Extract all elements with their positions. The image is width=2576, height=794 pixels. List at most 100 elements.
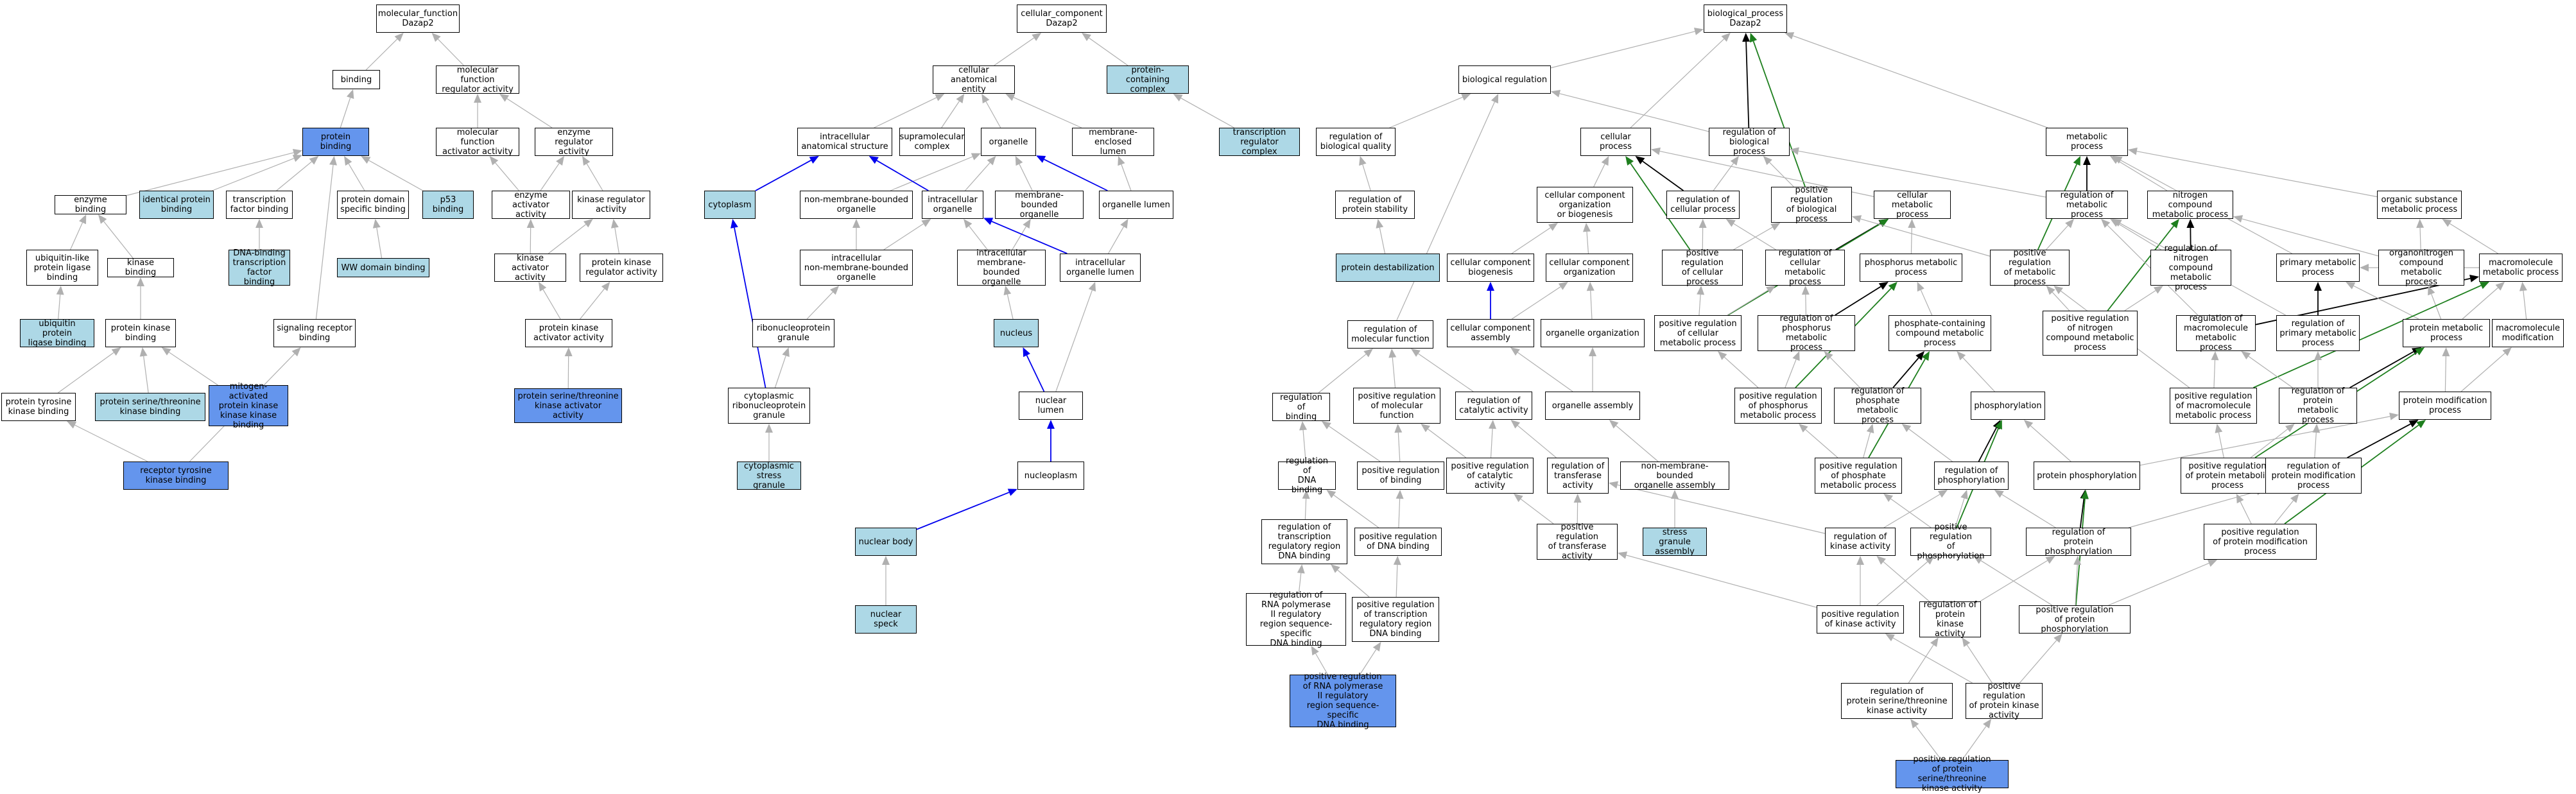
node-ias[interactable]: intracellular anatomical structure: [797, 128, 892, 156]
node-org[interactable]: organelle: [981, 128, 1036, 156]
node-protmp[interactable]: protein metabolic process: [2403, 319, 2490, 347]
node-ipb[interactable]: identical protein binding: [139, 191, 214, 219]
node-ccob[interactable]: cellular component organization or bioge…: [1537, 187, 1633, 223]
node-phos[interactable]: phosphorylation: [1971, 392, 2045, 420]
node-rmmp[interactable]: regulation of macromolecule metabolic pr…: [2176, 314, 2256, 352]
node-rmp[interactable]: regulation of metabolic process: [2046, 191, 2128, 220]
node-oa[interactable]: organelle assembly: [1545, 392, 1640, 420]
node-rpp[interactable]: regulation of protein phosphorylation: [2026, 528, 2131, 557]
node-cp[interactable]: cellular process: [1580, 128, 1651, 156]
node-prcp[interactable]: positive regulation of cellular process: [1662, 248, 1743, 287]
node-prmmp[interactable]: positive regulation of macromolecule met…: [2170, 388, 2257, 424]
node-prmp[interactable]: positive regulation of metabolic process: [1990, 248, 2070, 287]
node-pccmp[interactable]: phosphate-containing compound metabolic …: [1889, 315, 1991, 351]
node-nmboa[interactable]: non-membrane-bounded organelle assembly: [1620, 462, 1729, 490]
node-nucleus[interactable]: nucleus: [994, 319, 1039, 347]
node-rbp[interactable]: regulation of biological process: [1709, 128, 1790, 157]
node-pkra[interactable]: protein kinase regulator activity: [580, 254, 663, 282]
node-nb[interactable]: nuclear body: [855, 528, 917, 556]
node-crnpg[interactable]: cytoplasmic ribonucleoprotein granule: [728, 388, 810, 424]
node-onmp[interactable]: organonitrogen compound metabolic proces…: [2378, 248, 2464, 287]
node-mmp[interactable]: macromolecule metabolic process: [2479, 254, 2563, 282]
node-prprotmp[interactable]: positive regulation of protein metabolic…: [2181, 458, 2274, 494]
node-mf[interactable]: molecular_function Dazap2: [376, 4, 460, 33]
node-prb[interactable]: positive regulation of binding: [1357, 462, 1444, 490]
node-osmp[interactable]: organic substance metabolic process: [2377, 191, 2462, 219]
node-mbo[interactable]: membrane-bounded organelle: [995, 191, 1084, 220]
node-rb[interactable]: regulation of binding: [1272, 393, 1330, 422]
node-pm[interactable]: protein modification process: [2399, 392, 2491, 420]
node-pd[interactable]: protein destabilization: [1336, 254, 1440, 282]
node-era[interactable]: enzyme regulator activity: [535, 128, 613, 157]
node-mm[interactable]: macromolecule modification: [2492, 319, 2564, 347]
node-prdb[interactable]: positive regulation of DNA binding: [1354, 528, 1442, 556]
node-p53[interactable]: p53 binding: [422, 191, 474, 219]
node-prpp[interactable]: positive regulation of protein phosphory…: [2019, 605, 2131, 634]
node-rta[interactable]: regulation of transferase activity: [1547, 458, 1609, 494]
node-rcp[interactable]: regulation of cellular process: [1666, 191, 1740, 219]
node-mapkkb[interactable]: mitogen-activated protein kinase kinase …: [209, 382, 288, 430]
node-pstkb[interactable]: protein serine/threonine kinase binding: [95, 393, 205, 421]
node-rprotmp[interactable]: regulation of protein metabolic process: [2279, 386, 2357, 425]
node-eaa[interactable]: enzyme activator activity: [492, 191, 570, 220]
node-kb[interactable]: kinase binding: [107, 258, 174, 277]
node-kra[interactable]: kinase regulator activity: [572, 191, 650, 219]
node-rbq[interactable]: regulation of biological quality: [1316, 128, 1396, 156]
node-prphos[interactable]: positive regulation of phosphorylation: [1910, 522, 1991, 561]
node-cco[interactable]: cellular component organization: [1546, 254, 1633, 282]
node-cca[interactable]: cellular component assembly: [1447, 319, 1534, 347]
node-prbp[interactable]: positive regulation of biological proces…: [1771, 186, 1852, 224]
node-srb[interactable]: signaling receptor binding: [273, 319, 356, 347]
node-dnatfb[interactable]: DNA-binding transcription factor binding: [229, 248, 290, 287]
node-ptkb[interactable]: protein tyrosine kinase binding: [1, 393, 76, 421]
node-rtrr[interactable]: regulation of transcription regulatory r…: [1261, 519, 1347, 564]
node-csg[interactable]: cytoplasmic stress granule: [737, 462, 801, 490]
node-pkb[interactable]: protein kinase binding: [105, 319, 176, 347]
node-bp[interactable]: biological_process Dazap2: [1704, 4, 1787, 33]
node-mfaa[interactable]: molecular function activator activity: [436, 128, 519, 157]
node-cae[interactable]: cellular anatomical entity: [933, 65, 1015, 94]
node-nucleoplasm[interactable]: nucleoplasm: [1017, 462, 1084, 490]
node-rpka[interactable]: regulation of protein kinase activity: [1919, 600, 1981, 639]
node-ol[interactable]: organelle lumen: [1099, 191, 1173, 219]
node-binding[interactable]: binding: [333, 70, 380, 89]
node-prpstka[interactable]: positive regulation of protein serine/th…: [1896, 755, 2009, 793]
node-rncmp[interactable]: regulation of nitrogen compound metaboli…: [2150, 244, 2231, 292]
node-pb[interactable]: protein binding: [302, 128, 369, 156]
node-ubl[interactable]: ubiquitin-like protein ligase binding: [26, 250, 98, 286]
node-pcc[interactable]: protein-containing complex: [1107, 65, 1189, 94]
node-pp[interactable]: protein phosphorylation: [2034, 462, 2140, 490]
node-kaa[interactable]: kinase activator activity: [494, 254, 566, 282]
node-prcmp[interactable]: positive regulation of cellular metaboli…: [1654, 315, 1742, 351]
node-rprimmp[interactable]: regulation of primary metabolic process: [2276, 315, 2360, 351]
node-prpmod[interactable]: positive regulation of protein modificat…: [2204, 524, 2317, 560]
node-rphos[interactable]: regulation of phosphorylation: [1934, 462, 2009, 490]
node-rphmp[interactable]: regulation of phosphate metabolic proces…: [1834, 386, 1921, 425]
node-iol[interactable]: intracellular organelle lumen: [1060, 254, 1141, 282]
node-cmp[interactable]: cellular metabolic process: [1874, 191, 1951, 220]
node-imbo[interactable]: intracellular membrane-bounded organelle: [957, 248, 1046, 287]
node-pmp[interactable]: phosphorus metabolic process: [1860, 254, 1962, 282]
node-mfra[interactable]: molecular function regulator activity: [436, 65, 519, 94]
node-prtrr[interactable]: positive regulation of transcription reg…: [1352, 597, 1439, 642]
node-pdsb[interactable]: protein domain specific binding: [337, 191, 409, 219]
node-mel[interactable]: membrane-enclosed lumen: [1072, 128, 1154, 157]
node-rmf[interactable]: regulation of molecular function: [1347, 320, 1433, 349]
node-rdb[interactable]: regulation of DNA binding: [1278, 456, 1336, 495]
node-upl[interactable]: ubiquitin protein ligase binding: [20, 319, 94, 348]
node-prpmp[interactable]: positive regulation of phosphorus metabo…: [1734, 388, 1822, 424]
node-rpmp[interactable]: regulation of phosphorus metabolic proce…: [1758, 314, 1855, 352]
node-ccb[interactable]: cellular component biogenesis: [1447, 254, 1534, 282]
node-rpstka[interactable]: regulation of protein serine/threonine k…: [1841, 683, 1953, 719]
node-rka[interactable]: regulation of kinase activity: [1825, 528, 1896, 556]
node-io[interactable]: intracellular organelle: [922, 191, 983, 219]
node-pstkaa[interactable]: protein serine/threonine kinase activato…: [514, 388, 622, 423]
node-rcmp[interactable]: regulation of cellular metabolic process: [1765, 248, 1845, 287]
node-eb[interactable]: enzyme binding: [55, 195, 126, 214]
node-tfb[interactable]: transcription factor binding: [226, 191, 293, 219]
node-prphmp[interactable]: positive regulation of phosphate metabol…: [1815, 458, 1902, 494]
node-prta[interactable]: positive regulation of transferase activ…: [1537, 522, 1618, 561]
node-prka[interactable]: positive regulation of kinase activity: [1817, 605, 1904, 634]
node-pkaa[interactable]: protein kinase activator activity: [525, 319, 612, 347]
node-smc[interactable]: supramolecular complex: [899, 128, 965, 156]
